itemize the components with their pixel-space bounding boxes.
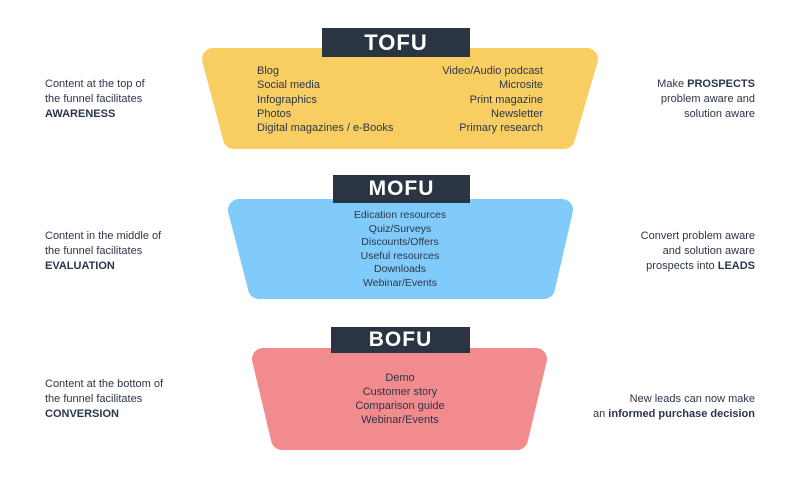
bofu-funnel-shape (252, 348, 547, 450)
funnel-item: Demo (385, 372, 415, 384)
tofu-funnel-shape (202, 48, 598, 149)
funnel-item: Edication resources (353, 209, 447, 221)
mofu-trapezoid (228, 199, 573, 299)
tofu-header: TOFU (322, 28, 470, 57)
mofu-left-note: Content in the middle of the funnel faci… (45, 229, 205, 274)
funnel-item: Comparison guide (355, 400, 445, 412)
funnel-item: Webinar/Events (363, 276, 437, 289)
note-text: Content in the middle of the funnel faci… (45, 230, 162, 257)
funnel-item: Photos (257, 107, 292, 120)
funnel-item: Video/Audio podcast (442, 65, 543, 77)
funnel-item: Discounts/Offers (361, 236, 439, 248)
funnel-item: Downloads (374, 263, 426, 275)
funnel-item: Social media (257, 79, 320, 92)
funnel-item: Print magazine (469, 93, 543, 106)
bofu-header: BOFU (331, 327, 470, 353)
note-text: Convert problem aware and solution aware… (640, 230, 755, 272)
bofu-right-note: New leads can now make an informed purch… (545, 392, 755, 422)
funnel-item: Webinar/Events (361, 414, 439, 426)
funnel-item: Useful resources (360, 249, 440, 262)
funnel-item: Digital magazines / e-Books (257, 122, 394, 135)
note-text: Make (657, 78, 688, 90)
bofu-trapezoid (252, 348, 547, 450)
funnel-item: Customer story (362, 386, 438, 398)
funnel-item: Primary research (459, 122, 543, 135)
funnel-item: Infographics (257, 93, 317, 106)
tofu-trapezoid (202, 48, 598, 149)
note-text: problem aware and solution aware (660, 93, 755, 120)
funnel-item: Microsite (498, 79, 543, 92)
note-text: Content at the top of the funnel facilit… (45, 78, 145, 105)
note-text: Content at the bottom of the funnel faci… (45, 378, 164, 405)
funnel-item: Newsletter (491, 107, 543, 120)
note-text: New leads can now make an (593, 393, 755, 420)
note-keyword: informed purchase decision (608, 408, 755, 420)
note-keyword: LEADS (717, 260, 755, 272)
mofu-header: MOFU (333, 175, 470, 203)
note-keyword: AWARENESS (45, 108, 116, 120)
note-keyword: CONVERSION (45, 408, 119, 420)
tofu-right-note: Make PROSPECTS problem aware and solutio… (585, 77, 755, 122)
mofu-funnel-shape (228, 199, 573, 299)
tofu-left-note: Content at the top of the funnel facilit… (45, 77, 195, 122)
funnel-item: Quiz/Surveys (368, 222, 432, 235)
bofu-left-note: Content at the bottom of the funnel faci… (45, 377, 205, 422)
note-keyword: EVALUATION (45, 260, 115, 272)
mofu-right-note: Convert problem aware and solution aware… (575, 229, 755, 274)
note-keyword: PROSPECTS (687, 78, 755, 90)
funnel-item: Blog (257, 65, 280, 77)
